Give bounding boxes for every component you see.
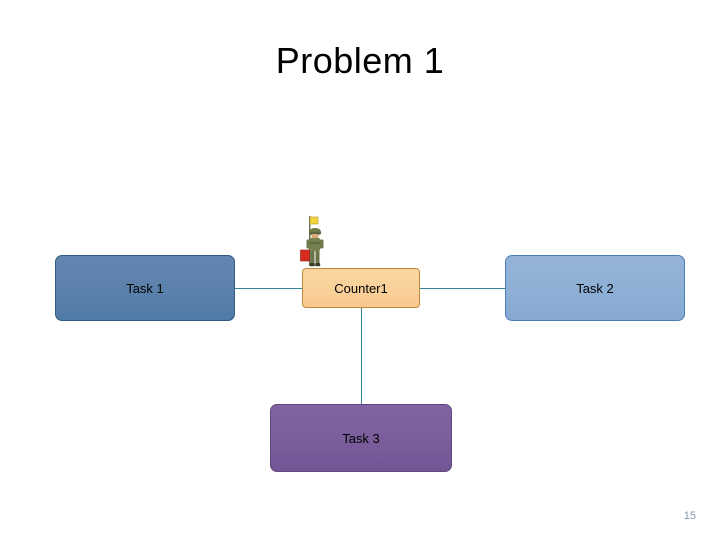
slide-page-number: 15 bbox=[683, 510, 696, 522]
soldier-figure-icon bbox=[300, 216, 324, 267]
node-task-3-label: Task 3 bbox=[342, 430, 380, 446]
connector-task1-counter1 bbox=[235, 288, 302, 289]
node-counter-1[interactable]: Counter1 bbox=[302, 268, 420, 308]
node-counter-1-label: Counter1 bbox=[334, 280, 388, 296]
connector-counter1-task2 bbox=[420, 288, 505, 289]
node-task-2-label: Task 2 bbox=[576, 280, 614, 296]
node-task-3[interactable]: Task 3 bbox=[270, 404, 452, 472]
node-task-1-label: Task 1 bbox=[126, 280, 164, 296]
node-task-1[interactable]: Task 1 bbox=[55, 255, 235, 321]
node-task-2[interactable]: Task 2 bbox=[505, 255, 685, 321]
connector-counter1-task3 bbox=[361, 308, 362, 404]
page-title: Problem 1 bbox=[275, 40, 445, 81]
